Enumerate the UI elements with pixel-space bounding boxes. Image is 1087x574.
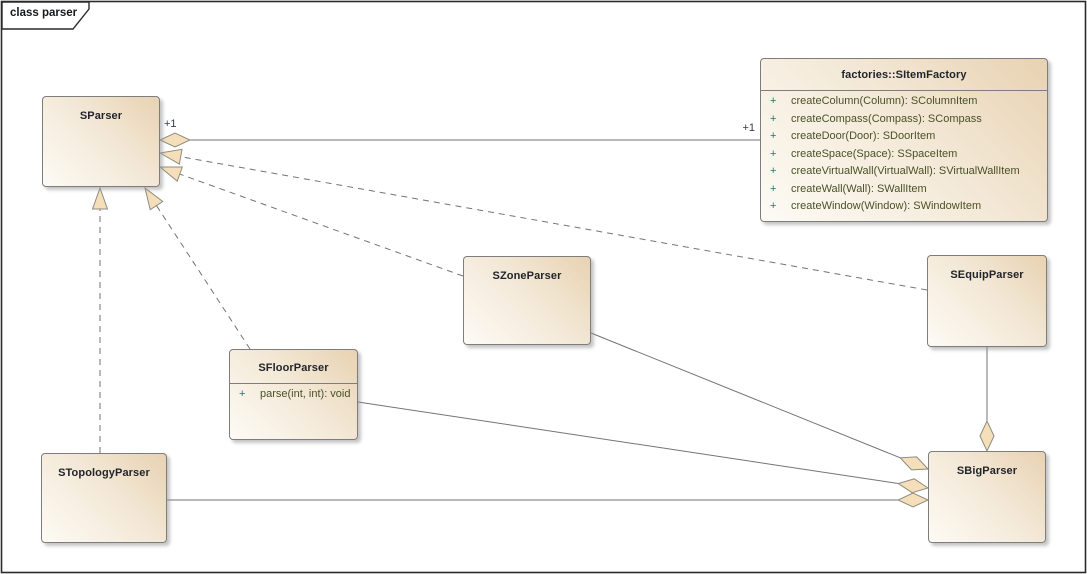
class-sparser[interactable]: SParser [42,96,160,187]
method-visibility: + [770,147,777,160]
method-signature: createDoor(Door): SDoorItem [791,130,936,142]
class-sitemfactory[interactable]: factories::SItemFactory + createColumn(C… [760,58,1048,222]
connector-sfloorparser-realizes-sparser[interactable] [144,186,251,350]
method-visibility: + [239,388,246,400]
method-visibility: + [770,95,777,107]
class-sparser-title: SParser [79,110,123,122]
method-visibility: + [770,182,777,195]
class-sequipparser[interactable]: SEquipParser [927,255,1047,347]
class-sequipparser-title: SEquipParser [950,269,1024,281]
connector-szoneparser-sbigparser-aggregation[interactable] [590,332,930,471]
class-stopologyparser-title: STopologyParser [58,467,150,479]
class-stopologyparser[interactable]: STopologyParser [41,453,167,543]
multiplicity-label-factory-end: +1 [742,122,755,134]
method-signature: parse(int, int): void [260,388,351,400]
diagram-frame-tab [1,1,90,30]
method-signature: createSpace(Space): SSpaceItem [791,147,958,160]
connector-sfloorparser-sbigparser-aggregation[interactable] [357,401,930,494]
method-signature: createWall(Wall): SWallItem [791,182,927,195]
class-sbigparser-title: SBigParser [956,465,1018,477]
method-visibility: + [770,130,777,142]
class-sitemfactory-title: factories::SItemFactory [841,69,967,81]
connector-sequipparser-realizes-sparser[interactable] [158,148,928,291]
method-row: + createWall(Wall): SWallItem [761,183,1047,201]
connector-szoneparser-realizes-sparser[interactable] [158,166,464,277]
class-szoneparser[interactable]: SZoneParser [463,256,591,345]
connector-sparser-sitemfactory-aggregation[interactable]: +1 +1 [158,118,760,148]
class-szoneparser-title: SZoneParser [492,270,562,282]
method-signature: createVirtualWall(VirtualWall): SVirtual… [791,165,1020,177]
method-signature: createWindow(Window): SWindowItem [791,200,982,212]
method-row: + createColumn(Column): SColumnItem [761,95,1047,113]
method-row: + createWindow(Window): SWindowItem [761,200,1047,218]
method-signature: createCompass(Compass): SCompass [791,112,982,125]
method-visibility: + [770,165,777,177]
class-sbigparser[interactable]: SBigParser [928,451,1046,543]
method-row: + createSpace(Space): SSpaceItem [761,148,1047,166]
method-row: + createVirtualWall(VirtualWall): SVirtu… [761,165,1047,183]
class-sfloorparser[interactable]: SFloorParser + parse(int, int): void [229,349,358,440]
class-sfloorparser-title: SFloorParser [258,362,329,374]
method-signature: createColumn(Column): SColumnItem [791,95,978,107]
frame-label: class parser [10,7,78,19]
class-sfloorparser-methods: + parse(int, int): void [230,383,357,406]
method-visibility: + [770,112,777,125]
method-row: + createDoor(Door): SDoorItem [761,130,1047,148]
method-row: + parse(int, int): void [230,388,357,406]
method-visibility: + [770,200,777,212]
method-row: + createCompass(Compass): SCompass [761,113,1047,131]
class-sitemfactory-methods: + createColumn(Column): SColumnItem + cr… [761,90,1047,218]
multiplicity-label-sparser-end: +1 [164,118,177,130]
